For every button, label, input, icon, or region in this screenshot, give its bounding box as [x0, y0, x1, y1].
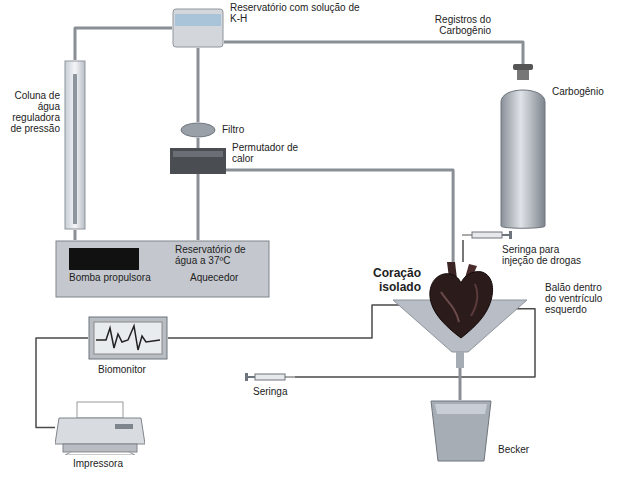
node-label: Carbogênio — [552, 86, 614, 97]
node-label: Impressora — [73, 458, 143, 469]
tube-connector — [197, 174, 200, 240]
heart-shape — [425, 262, 497, 340]
tube-connector — [75, 28, 172, 60]
node-label: Bomba propulsora — [69, 272, 169, 283]
printer: Impressora — [55, 400, 145, 455]
beaker-shape — [430, 400, 492, 462]
node-label: Coração isolado — [345, 266, 421, 294]
node-label: Registros do Carbogênio — [415, 14, 491, 36]
biomonitor: Biomonitor — [88, 316, 168, 360]
node-label: Seringa — [253, 386, 303, 397]
filter: Filtro — [180, 122, 216, 138]
isolated-heart: Coração isolado — [425, 262, 497, 340]
tube-connector — [197, 138, 200, 148]
node-label: Reservatório com solução de K-H — [230, 2, 360, 24]
filter-shape — [180, 122, 216, 138]
wire-connector — [168, 305, 425, 338]
funnel-spout — [456, 352, 464, 368]
drug-syringe: Seringa para injeção de drogas — [462, 230, 512, 240]
beaker: Becker — [430, 400, 492, 462]
tube-shape — [64, 60, 86, 230]
gas-cylinder: Registros do CarbogênioCarbogênio — [500, 80, 546, 230]
tube-connector — [197, 48, 200, 122]
printer-shape — [55, 400, 145, 455]
gas-cylinder-shape — [500, 80, 546, 230]
water-bath: Reservatório de água a 37ºC Bomba propuls… — [55, 240, 270, 298]
reservoir-shape — [172, 8, 224, 48]
node-label: Becker — [498, 444, 548, 455]
heat-exchanger: Permutador de calor — [170, 148, 226, 174]
tube-connector — [224, 42, 523, 80]
node-label: Biomonitor — [98, 364, 168, 375]
syringe-shape — [245, 372, 295, 382]
pump: Bomba propulsora — [69, 248, 139, 270]
syringe: Seringa — [245, 372, 295, 382]
monitor-shape — [88, 316, 168, 360]
node-label: Permutador de calor — [232, 142, 322, 164]
gas-valve — [517, 70, 529, 80]
part-label: Balão dentro do ventrículo esquerdo — [545, 282, 615, 315]
wire-connector — [462, 240, 464, 262]
pressure-column: Coluna de água reguladora de pressão — [64, 60, 86, 230]
node-label: Seringa para injeção de drogas — [502, 244, 592, 266]
heat-exchanger-shape — [170, 148, 226, 174]
solution-reservoir: Reservatório com solução de K-H — [172, 8, 224, 48]
gas-regulator — [513, 64, 533, 70]
node-label: Reservatório de água a 37ºC — [175, 244, 265, 266]
tube-connector — [74, 230, 77, 240]
part-label: Aquecedor — [190, 272, 246, 283]
pump-shape — [69, 248, 139, 270]
syringe-shape — [462, 230, 512, 240]
node-label: Filtro — [222, 124, 282, 135]
node-label: Coluna de água reguladora de pressão — [4, 90, 60, 134]
